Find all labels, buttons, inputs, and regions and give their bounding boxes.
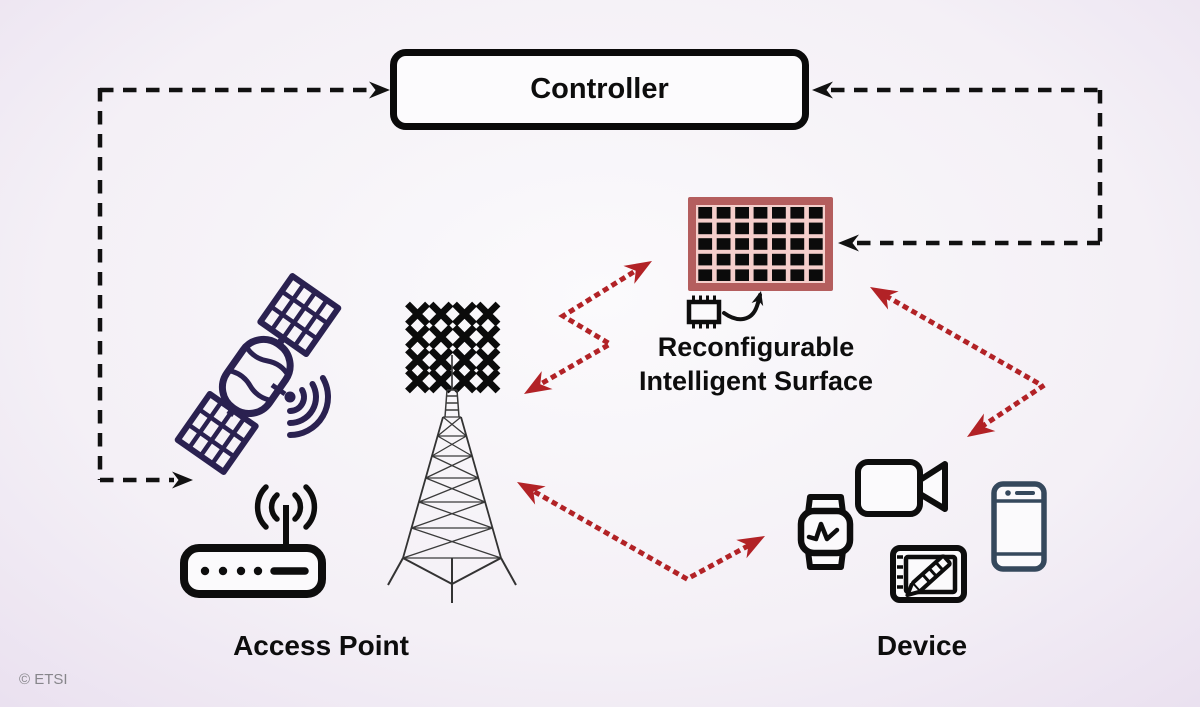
drawing-tablet-icon: [890, 545, 967, 603]
arrowhead-into-ris: [838, 234, 859, 252]
dashed-link-controller-ris: [831, 87, 1103, 246]
ris-label-line2: Intelligent Surface: [638, 366, 874, 396]
chip-to-panel-arrow: [722, 289, 767, 322]
signal-zigzag-tower-device: [511, 472, 771, 582]
controller-box: Controller: [390, 49, 809, 130]
copyright-text: © ETSI: [19, 671, 68, 688]
smartwatch-icon: [797, 494, 854, 570]
device-label: Device: [876, 630, 968, 661]
ris-cells: [698, 207, 823, 281]
satellite-icon: [174, 273, 342, 475]
cell-tower-icon: [387, 355, 517, 603]
wifi-router-icon: [180, 484, 326, 598]
chip-icon: [686, 295, 722, 329]
smartphone-icon: [991, 481, 1047, 572]
controller-label: Controller: [530, 73, 669, 105]
antenna-array-icon: [405, 301, 501, 394]
video-camera-icon: [855, 459, 948, 517]
arrowhead-into-controller-left: [369, 81, 390, 99]
signal-zigzag-tower-ris: [518, 251, 658, 404]
arrowhead-into-access-point: [172, 471, 193, 489]
arrowhead-into-controller-right: [812, 81, 833, 99]
dashed-link-accesspoint-controller: [97, 87, 371, 483]
signal-zigzag-ris-device: [864, 277, 1048, 446]
ris-label: Reconfigurable Intelligent Surface: [556, 330, 956, 398]
ris-panel-icon: [688, 197, 833, 291]
access-point-label: Access Point: [233, 630, 409, 661]
ris-label-line1: Reconfigurable: [657, 332, 855, 362]
